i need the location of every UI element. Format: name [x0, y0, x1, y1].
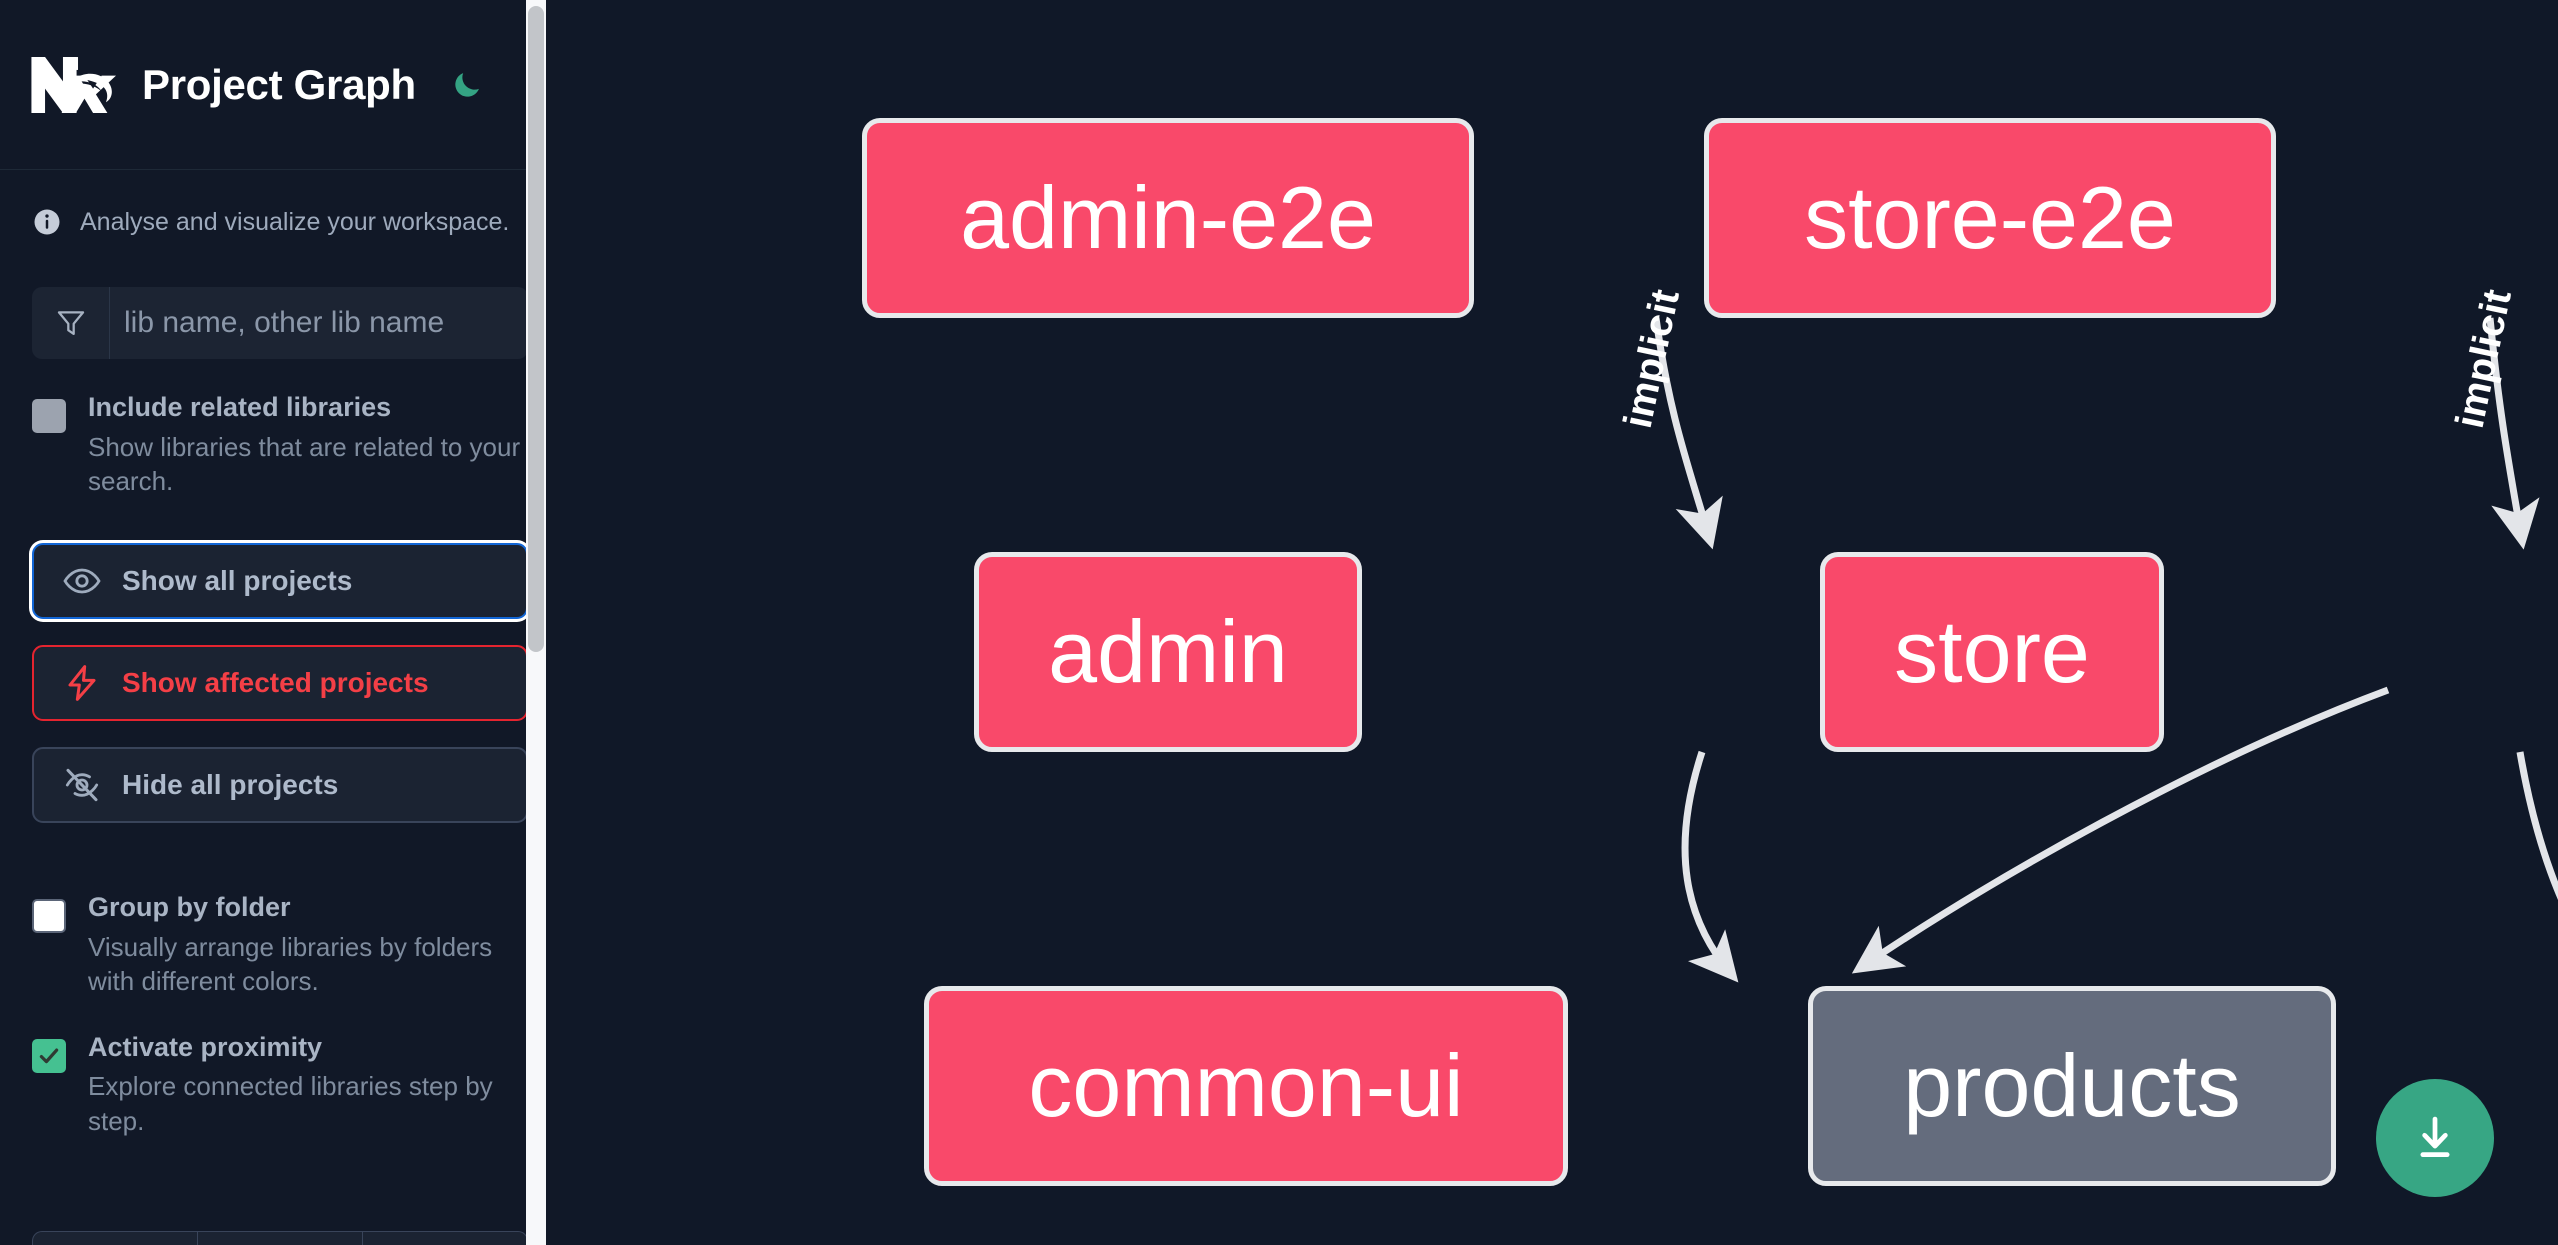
show-all-projects-label: Show all projects — [122, 564, 353, 596]
edge-store-e2e-store — [2486, 317, 2540, 550]
eye-off-icon — [62, 765, 106, 805]
moon-icon[interactable] — [444, 62, 490, 108]
graph-node-store[interactable]: store — [1820, 552, 2164, 752]
checkbox-description: Show libraries that are related to your … — [88, 431, 521, 497]
filter-icon — [32, 287, 110, 359]
sidebar: Project Graph Analyse and visualize your… — [0, 0, 560, 1245]
graph-node-label: admin-e2e — [960, 168, 1376, 267]
graph-node-products[interactable]: products — [1808, 986, 2336, 1186]
checkbox-include-related-libraries-texts: Include related libraries Show libraries… — [88, 392, 528, 499]
download-icon — [2420, 1116, 2450, 1158]
info-banner: Analyse and visualize your workspace. — [32, 207, 528, 237]
graph-node-label: common-ui — [1028, 1036, 1464, 1135]
search-input[interactable] — [110, 287, 528, 359]
edge-admin-common-ui — [1681, 750, 1739, 983]
edge-store-common-ui — [1851, 686, 2390, 974]
stepper-increase[interactable] — [363, 1232, 527, 1245]
hide-all-projects-button[interactable]: Hide all projects — [32, 746, 528, 823]
show-all-projects-button[interactable]: Show all projects — [32, 542, 528, 619]
show-affected-projects-button[interactable]: Show affected projects — [32, 644, 528, 721]
info-icon — [32, 207, 62, 237]
spacer — [32, 823, 528, 859]
checkbox-label: Activate proximity — [88, 1031, 323, 1062]
checkbox-activate-proximity-texts: Activate proximity Explore connected lib… — [88, 1031, 528, 1139]
checkbox-activate-proximity[interactable]: Activate proximity Explore connected lib… — [32, 1031, 528, 1139]
sidebar-body: Analyse and visualize your workspace. In… — [0, 207, 560, 1139]
download-graph-button[interactable] — [2376, 1079, 2494, 1197]
sidebar-right-edge — [546, 0, 560, 1245]
graph-node-admin[interactable]: admin — [974, 552, 1362, 752]
eye-icon — [62, 561, 106, 601]
checkbox-include-related-libraries-box[interactable] — [32, 399, 66, 433]
proximity-stepper-control[interactable] — [32, 1231, 528, 1245]
checkbox-activate-proximity-box[interactable] — [32, 1038, 66, 1073]
sidebar-header: Project Graph — [0, 0, 560, 170]
search-box[interactable] — [32, 287, 528, 359]
graph-canvas[interactable]: implicit implicit admin-e2e store-e2e ad… — [560, 0, 2558, 1245]
checkbox-description: Explore connected libraries step by step… — [88, 1071, 493, 1136]
graph-node-label: admin — [1048, 602, 1288, 701]
graph-node-common-ui[interactable]: common-ui — [924, 986, 1568, 1186]
stepper-value[interactable] — [198, 1232, 363, 1245]
graph-node-store-e2e[interactable]: store-e2e — [1704, 118, 2276, 318]
show-affected-projects-label: Show affected projects — [122, 666, 429, 698]
nx-logo-icon — [30, 54, 116, 116]
edge-admin-e2e-admin — [1652, 317, 1723, 550]
checkbox-include-related-libraries[interactable]: Include related libraries Show libraries… — [32, 392, 528, 499]
edge-store-products — [2516, 751, 2558, 901]
checkbox-group-by-folder-box[interactable] — [32, 898, 66, 933]
edge-label-implicit-store: implicit — [2448, 286, 2520, 432]
graph-node-admin-e2e[interactable]: admin-e2e — [862, 118, 1474, 318]
checkbox-label: Group by folder — [88, 891, 291, 922]
info-text: Analyse and visualize your workspace. — [80, 207, 510, 236]
stepper-decrease[interactable] — [33, 1232, 198, 1245]
checkbox-group-by-folder-texts: Group by folder Visually arrange librari… — [88, 891, 528, 999]
edge-label-implicit-admin: implicit — [1616, 286, 1688, 432]
checkbox-description: Visually arrange libraries by folders wi… — [88, 931, 493, 997]
graph-node-label: store — [1894, 602, 2090, 701]
lightning-bolt-icon — [62, 663, 106, 703]
graph-node-label: store-e2e — [1804, 168, 2176, 267]
graph-node-label: products — [1903, 1036, 2241, 1135]
hide-all-projects-label: Hide all projects — [122, 768, 339, 800]
page-title: Project Graph — [142, 60, 416, 108]
graph-edges: implicit implicit — [1616, 286, 2558, 983]
checkbox-label: Include related libraries — [88, 392, 392, 422]
checkbox-group-by-folder[interactable]: Group by folder Visually arrange librari… — [32, 891, 528, 999]
sidebar-scrollbar-thumb[interactable] — [528, 6, 544, 652]
